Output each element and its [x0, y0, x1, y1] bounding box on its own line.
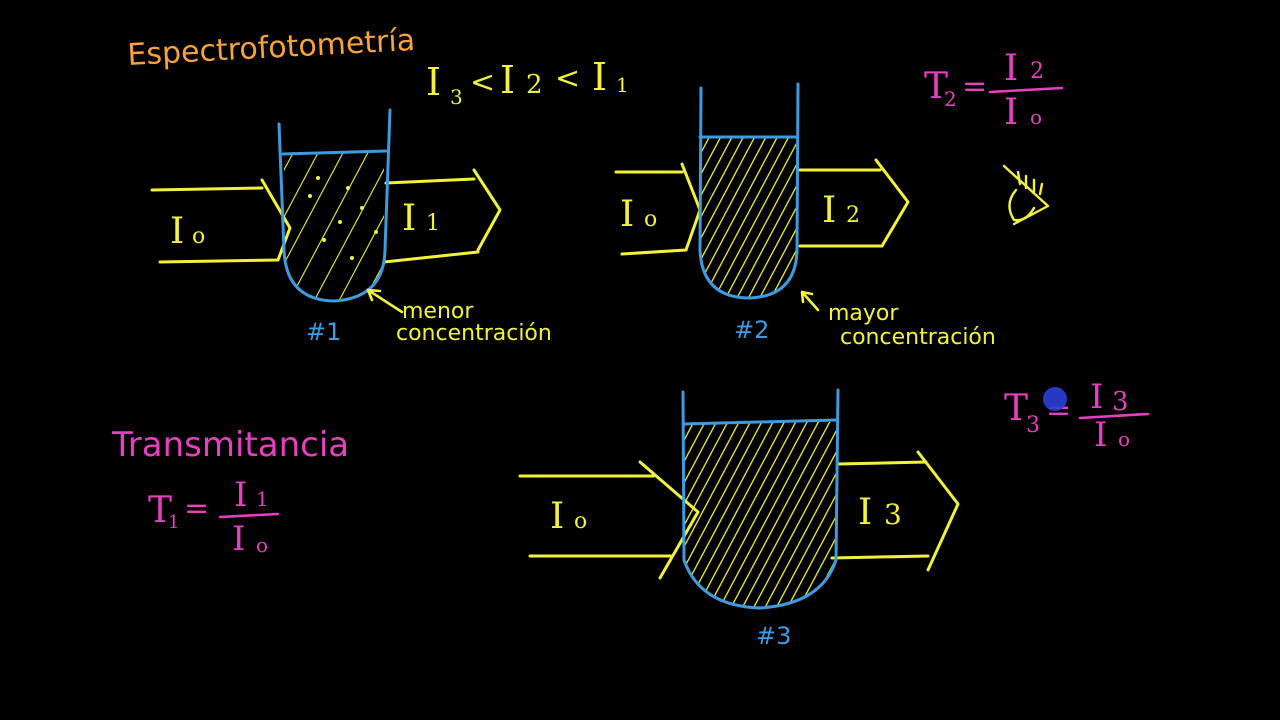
cuvette-number-2: #2	[734, 316, 769, 344]
incoming-beam-3	[518, 460, 700, 580]
t2-numerator: I	[1004, 48, 1018, 89]
particle-dots-1	[308, 176, 378, 260]
inequality-i3: I	[426, 60, 441, 104]
note-arrow-2	[800, 290, 820, 312]
sample-fill-1	[284, 152, 384, 300]
input-intensity-sub-2: o	[644, 207, 657, 232]
t2-fraction-bar	[988, 86, 1064, 94]
input-intensity-sub-3: o	[574, 509, 587, 534]
cuvette-outline-3	[681, 388, 840, 610]
formula-t3: T 3 = I 3 I o	[1004, 377, 1150, 455]
inequality-lt1: <	[470, 65, 495, 100]
input-intensity-label-2: I	[620, 194, 634, 235]
t1-lhs-sub: 1	[168, 512, 179, 533]
t1-fraction-bar	[218, 512, 280, 519]
t1-numerator-sub: 1	[256, 487, 269, 511]
cuvette-number-1: #1	[306, 318, 341, 346]
sample-fill-2	[700, 137, 796, 297]
input-intensity-label-3: I	[550, 496, 564, 537]
t2-equals: =	[962, 69, 987, 104]
inequality-i1: I	[592, 55, 607, 99]
eye-icon	[1002, 164, 1050, 226]
inequality-i2: I	[500, 58, 515, 102]
output-intensity-label-1: I	[402, 198, 416, 239]
output-intensity-sub-3: 3	[884, 498, 902, 531]
t3-denominator: I	[1094, 415, 1107, 455]
liquid-surface-1	[281, 149, 388, 156]
inequality-lt2: <	[555, 61, 580, 96]
t3-numerator-sub: 3	[1112, 387, 1129, 417]
note-line2-2: concentración	[840, 325, 996, 350]
transmittance-heading: Transmitancia	[111, 425, 349, 465]
t3-numerator: I	[1090, 377, 1103, 417]
cuvette-3-diagram: I o I 3 #3	[518, 388, 960, 650]
t1-lhs: T	[148, 490, 172, 531]
t2-denominator: I	[1004, 92, 1018, 133]
output-intensity-label-2: I	[822, 190, 836, 231]
cuvette-2-diagram: I o I 2 mayor concentración #2	[614, 82, 996, 350]
t2-numerator-sub: 2	[1030, 59, 1044, 84]
note-line1-1: menor	[402, 299, 474, 324]
t3-lhs-sub: 3	[1026, 413, 1040, 438]
t1-denominator-sub: o	[256, 533, 268, 557]
intensity-inequality: I 3 < I 2 < I 1	[426, 55, 629, 109]
output-intensity-sub-2: 2	[846, 203, 860, 228]
note-line2-1: concentración	[396, 321, 552, 346]
inequality-sub2: 2	[526, 70, 543, 100]
t2-lhs: T	[924, 66, 948, 107]
output-intensity-sub-1: 1	[426, 211, 440, 236]
output-intensity-label-3: I	[858, 492, 872, 533]
inequality-sub1: 1	[616, 73, 629, 97]
t2-lhs-sub: 2	[944, 87, 957, 111]
formula-t1: T 1 = I 1 I o	[148, 475, 280, 559]
t1-numerator: I	[234, 475, 247, 515]
t2-denominator-sub: o	[1030, 105, 1042, 129]
t3-lhs: T	[1004, 388, 1028, 429]
cuvette-1-diagram: I o I 1 menor concentración #1	[150, 108, 552, 346]
note-arrow-1	[366, 288, 404, 314]
outgoing-beam-3	[830, 450, 960, 572]
t1-denominator: I	[232, 519, 245, 559]
formula-t2: T 2 = I 2 I o	[924, 48, 1064, 133]
inequality-sub3: 3	[450, 85, 463, 109]
sample-fill-3	[684, 422, 836, 608]
input-intensity-label-1: I	[170, 211, 184, 252]
cuvette-number-3: #3	[756, 622, 791, 650]
t3-fraction-bar	[1078, 412, 1150, 420]
outgoing-beam-1	[382, 168, 502, 264]
input-intensity-sub-1: o	[192, 224, 205, 249]
cuvette-outline-1	[277, 108, 392, 303]
page-title: Espectrofotometría	[127, 23, 416, 73]
pen-cursor-icon	[1043, 387, 1067, 411]
outgoing-beam-2	[798, 158, 910, 248]
cuvette-outline-2	[698, 82, 800, 300]
t1-equals: =	[184, 491, 209, 526]
note-line1-2: mayor	[828, 301, 899, 326]
liquid-surface-3	[682, 418, 838, 426]
t3-denominator-sub: o	[1118, 427, 1130, 451]
